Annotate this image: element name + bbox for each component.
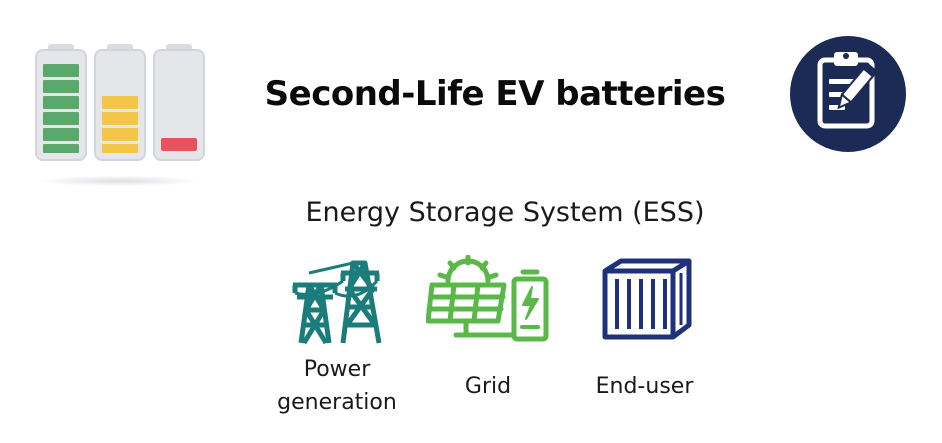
page-title: Second-Life EV batteries [264,74,726,114]
clipboard-pencil-icon [785,34,915,154]
battery-shadow [42,176,196,186]
ess-item-end-user: End-user [572,255,717,403]
ess-label-end-user: End-user [595,374,694,399]
clipboard-badge-graphic [790,36,906,152]
ess-label-grid: Grid [464,374,512,399]
battery-levels-icon [30,44,210,194]
ess-item-grid: Grid [418,255,558,403]
power-tower-icon [292,260,382,345]
battery-levels-graphic [35,44,205,161]
solar-battery-icon [425,255,548,342]
ess-label-power-generation: Power generation [277,357,397,415]
container-icon [602,258,691,340]
ess-item-power-generation: Power generation [262,255,412,419]
ess-subtitle: Energy Storage System (ESS) [305,197,705,228]
